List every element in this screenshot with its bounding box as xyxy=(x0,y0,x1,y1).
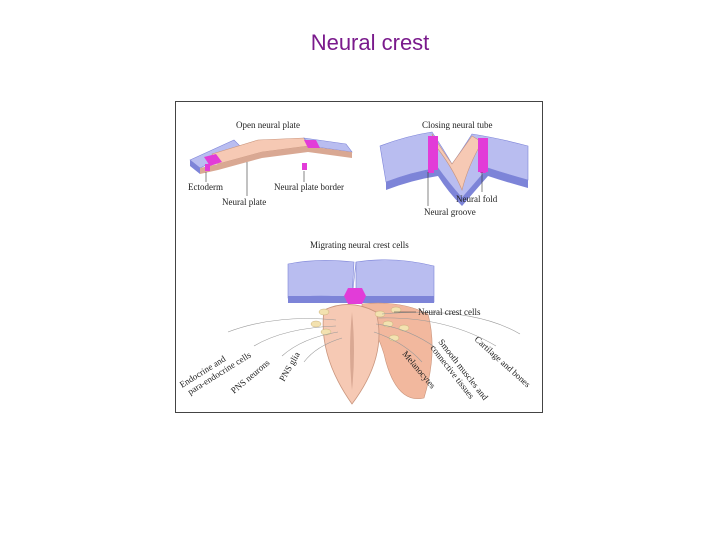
fate-arrows xyxy=(227,311,521,363)
fate-arrow xyxy=(303,337,343,363)
open-neural-plate-panel: Open neural plate Ectoderm Neural plate … xyxy=(188,120,353,207)
crest-cell xyxy=(320,328,332,336)
fate-arrow xyxy=(281,331,339,357)
neural-plate-label: Neural plate xyxy=(222,197,266,207)
neural-fold-left-band xyxy=(428,136,438,170)
slide-title: Neural crest xyxy=(310,30,430,55)
fate-arrow xyxy=(253,325,337,347)
closing-neural-tube-panel: Closing neural tube Neural fold Neural g… xyxy=(379,120,529,217)
ectoderm-label: Ectoderm xyxy=(188,182,223,192)
fate-label-cartilage: Cartilage and bones xyxy=(473,334,533,390)
fate-label-pns-glia: PNS glia xyxy=(277,350,302,383)
migrating-crest-title: Migrating neural crest cells xyxy=(310,240,409,250)
fate-arrow xyxy=(227,318,337,333)
migrating-crest-panel: Migrating neural crest cells Neural cres… xyxy=(178,240,533,405)
fold-marker-right xyxy=(480,166,486,173)
figure-canvas: Open neural plate Ectoderm Neural plate … xyxy=(178,120,533,405)
neural-fold-label: Neural fold xyxy=(456,194,498,204)
crest-origin xyxy=(344,288,366,304)
fate-arrow xyxy=(375,323,437,349)
crest-cell xyxy=(310,320,322,328)
tube-lumen xyxy=(350,312,354,390)
crest-band-right xyxy=(304,140,320,148)
crest-cell xyxy=(398,324,410,332)
neural-fold-right-band xyxy=(478,138,488,172)
crest-marker-left xyxy=(205,164,210,171)
crest-cell xyxy=(388,334,400,342)
crest-band-left xyxy=(204,154,222,166)
crest-mesenchyme xyxy=(361,302,433,400)
neural-groove-label: Neural groove xyxy=(424,207,476,217)
open-neural-plate-title: Open neural plate xyxy=(236,120,300,130)
neural-plate-border-label: Neural plate border xyxy=(274,182,344,192)
crest-cell xyxy=(318,308,330,316)
neural-crest-cells-label: Neural crest cells xyxy=(418,307,481,317)
crest-marker-right xyxy=(302,163,307,170)
tube-top-right xyxy=(355,259,435,303)
fate-arrow xyxy=(373,331,423,363)
fold-marker-left xyxy=(428,166,434,173)
ectoderm-side-left xyxy=(190,160,200,174)
closing-tube-underside xyxy=(386,168,528,206)
tube-top-left xyxy=(287,260,355,299)
fate-arrow xyxy=(381,311,521,335)
neural-crest-figure: Open neural plate Ectoderm Neural plate … xyxy=(175,101,543,413)
plate-front-face xyxy=(200,146,352,174)
fate-arrow xyxy=(377,317,497,347)
closing-neural-tube-title: Closing neural tube xyxy=(422,120,493,130)
